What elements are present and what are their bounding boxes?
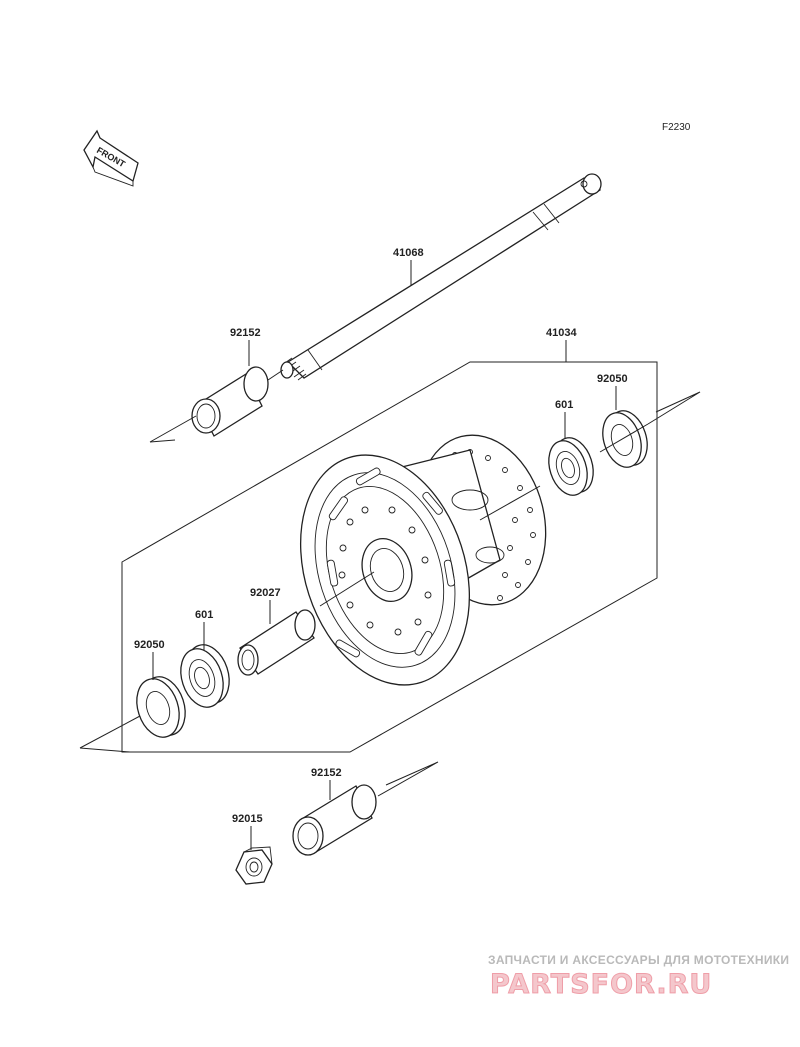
axle bbox=[280, 173, 602, 381]
watermark-brand: PARTSFOR.RU bbox=[490, 969, 712, 1000]
part-label-seal-right: 92050 bbox=[597, 373, 628, 385]
nut bbox=[235, 846, 273, 885]
part-label-bearing-right: 601 bbox=[555, 399, 573, 411]
seal-right bbox=[602, 410, 648, 468]
part-label-bearing-left: 601 bbox=[195, 609, 213, 621]
part-label-nut: 92015 bbox=[232, 813, 263, 825]
watermark-tagline: ЗАПЧАСТИ И АКСЕССУАРЫ ДЛЯ МОТОТЕХНИКИ bbox=[488, 953, 789, 967]
spacer bbox=[237, 609, 316, 676]
leader-lines bbox=[152, 260, 617, 850]
part-label-spacer: 92027 bbox=[250, 587, 281, 599]
rim-slots bbox=[326, 467, 456, 658]
hub-assembly-frame bbox=[121, 361, 658, 753]
seal-left bbox=[136, 676, 186, 738]
bearing-left bbox=[180, 644, 230, 708]
bearing-right bbox=[548, 437, 594, 496]
collar-left bbox=[191, 366, 269, 437]
diagram-code: F2230 bbox=[662, 122, 691, 133]
hub-holes bbox=[338, 506, 432, 636]
hub bbox=[299, 434, 547, 686]
part-label-collar-bottom: 92152 bbox=[311, 767, 342, 779]
part-label-collar-left: 92152 bbox=[230, 327, 261, 339]
axis-lines bbox=[79, 369, 701, 797]
part-label-seal-left: 92050 bbox=[134, 639, 165, 651]
part-label-axle: 41068 bbox=[393, 247, 424, 259]
front-arrow-icon: FRONT bbox=[83, 129, 139, 187]
collar-bottom bbox=[292, 784, 377, 856]
part-label-hub: 41034 bbox=[546, 327, 577, 339]
